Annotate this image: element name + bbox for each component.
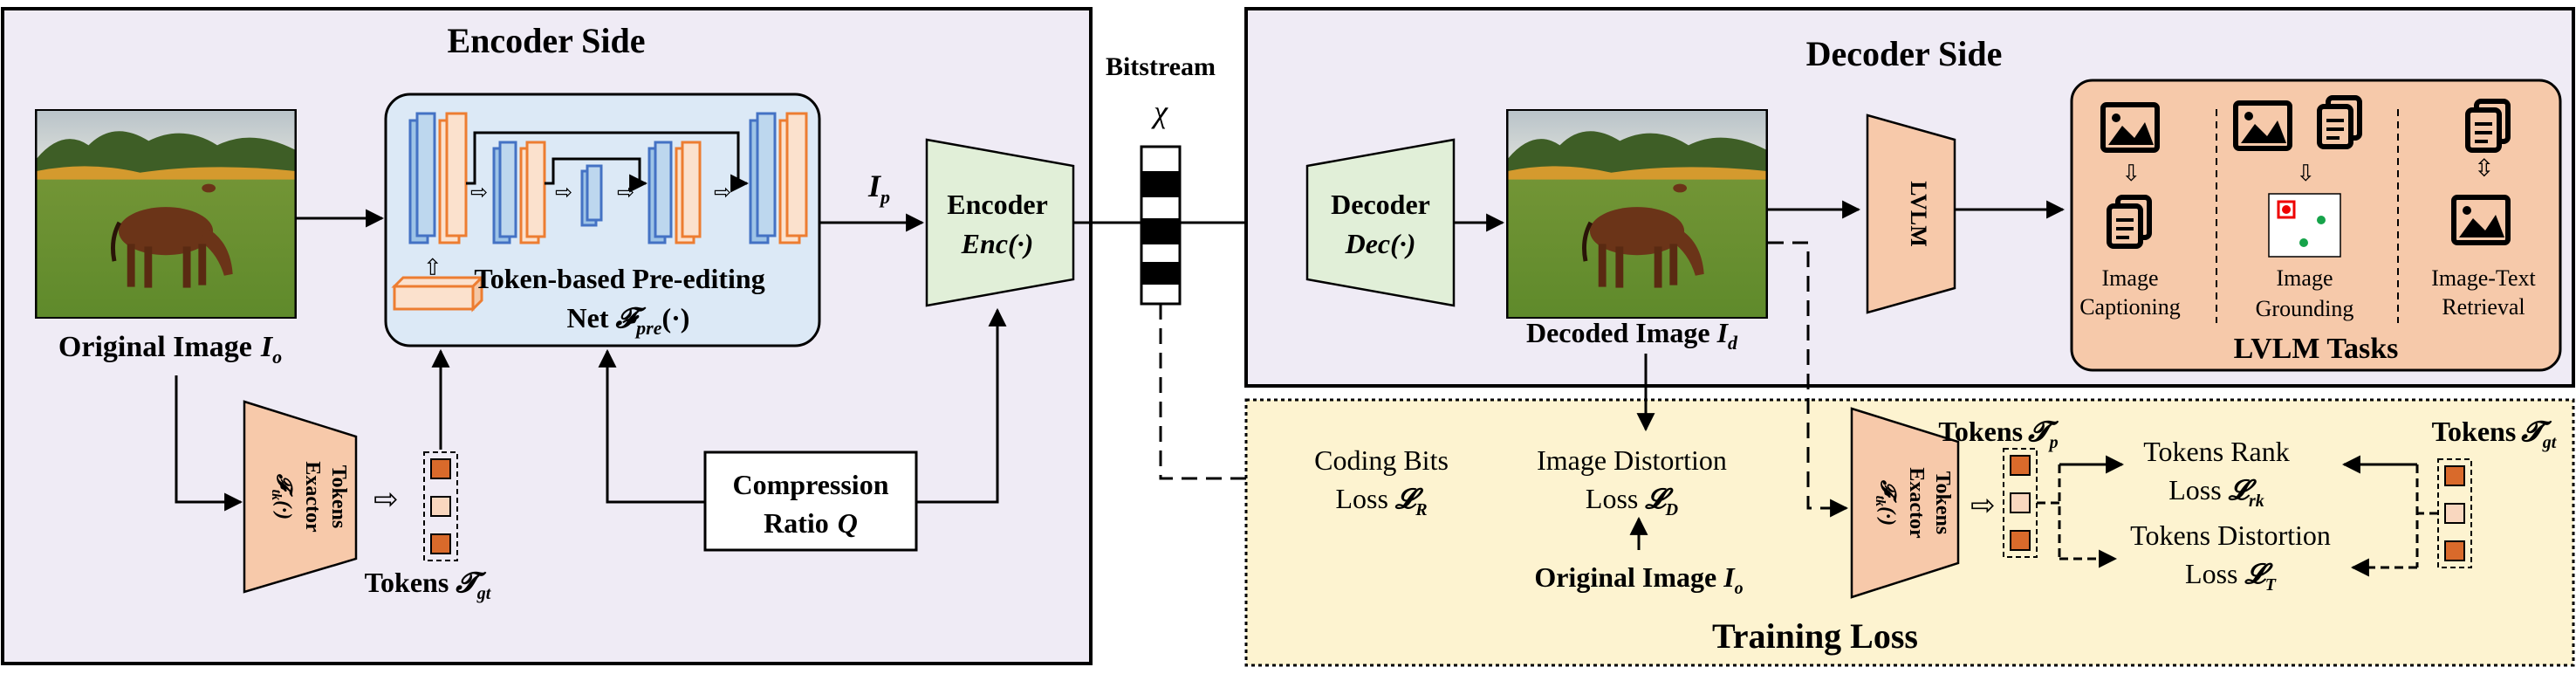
tokens-exactor-enc-shape xyxy=(243,400,358,594)
document-icon xyxy=(2317,95,2362,149)
svg-text:⇨: ⇨ xyxy=(714,180,731,204)
encoder-box-label-2: Enc(·) xyxy=(961,228,1034,259)
encoder-box: Encoder Enc(·) xyxy=(925,138,1075,307)
tokens-exactor-enc-label-3: 𝓕tk(·) xyxy=(269,473,295,519)
task-captioning-label-2: Captioning xyxy=(2079,294,2181,320)
image-icon xyxy=(2100,102,2160,153)
coding-loss-label-1: Coding Bits xyxy=(1314,444,1449,476)
tokens-gt-enc xyxy=(423,451,458,561)
svg-text:⇨: ⇨ xyxy=(2292,163,2319,182)
decoder-box: Decoder Dec(·) xyxy=(1305,138,1456,307)
task-grounding-label-1: Image xyxy=(2277,265,2333,291)
svg-text:⇨: ⇨ xyxy=(617,180,634,204)
encoder-box-shape xyxy=(925,138,1075,307)
task-grounding-label-2: Grounding xyxy=(2256,296,2354,321)
svg-text:⇨: ⇨ xyxy=(470,180,488,204)
tokens-exactor-enc-label-1: Tokens xyxy=(327,465,350,529)
tokens-exactor-enc-label-2: Exactor xyxy=(301,461,324,533)
document-icon xyxy=(2107,195,2152,249)
hollow-arrow-tokens-p: ⇨ xyxy=(1970,488,1996,523)
svg-text:⇨: ⇨ xyxy=(555,180,572,204)
lvlm-label: LVLM xyxy=(1906,181,1931,247)
tokens-exactor-train-shape xyxy=(1850,407,1960,599)
preedit-label-2: Net 𝓕pre(·) xyxy=(567,302,690,339)
encoder-title: Encoder Side xyxy=(447,21,645,60)
original-image xyxy=(35,109,297,319)
arrow-compression-to-encoder xyxy=(916,307,1007,504)
tokens-exactor-train-label-1: Tokens xyxy=(1931,471,1954,535)
decoder-box-shape xyxy=(1305,138,1456,307)
encoder-box-label-1: Encoder xyxy=(947,189,1048,220)
arrow-image-to-exactor xyxy=(175,375,243,512)
task-captioning-label-1: Image xyxy=(2102,265,2159,291)
distortion-loss-label-1: Image Distortion xyxy=(1537,444,1727,476)
tdist-loss-label-1: Tokens Distortion xyxy=(2130,519,2331,551)
grounding-result-icon xyxy=(2268,193,2341,258)
hollow-arrow-tokens: ⇨ xyxy=(373,482,399,517)
tokens-exactor-train-label-2: Exactor xyxy=(1905,467,1928,539)
lvlm-box: LVLM xyxy=(1866,113,1956,314)
svg-text:⇨: ⇨ xyxy=(420,257,446,276)
bitstream-bar xyxy=(1140,145,1182,306)
svg-text:⇨: ⇨ xyxy=(2118,163,2144,182)
arrow-compression-to-preedit xyxy=(598,348,705,504)
tokens-p-column xyxy=(2003,448,2038,558)
decoder-title: Decoder Side xyxy=(1806,34,2003,73)
arrow-bitstream-to-coding-loss xyxy=(1159,304,1278,488)
tokens-exactor-enc: Tokens Exactor 𝓕tk(·) xyxy=(243,400,358,594)
decoded-image xyxy=(1506,109,1768,319)
decoder-box-label-2: Dec(·) xyxy=(1345,228,1416,259)
preedit-net: ⇨ ⇨ ⇨ ⇨ ⇨ Token-based Pre-editing Net 𝓕p… xyxy=(384,93,821,347)
preedit-hollow-arrows: ⇨ ⇨ ⇨ ⇨ xyxy=(470,180,731,204)
bitstream-symbol: χ xyxy=(1151,94,1168,129)
preedit-blocks xyxy=(408,112,808,244)
tokens-exactor-train-label-3: 𝓕tk(·) xyxy=(1873,479,1899,526)
image-icon xyxy=(2233,100,2292,151)
svg-text:⬄: ⬄ xyxy=(2470,157,2499,177)
preedit-label-1: Token-based Pre-editing xyxy=(474,263,764,294)
tokens-exactor-train: Tokens Exactor 𝓕tk(·) xyxy=(1850,407,1960,599)
decoder-box-label-1: Decoder xyxy=(1331,189,1430,220)
rank-loss-label-1: Tokens Rank xyxy=(2143,436,2290,467)
lvlm-tasks-panel: ⇨ Image Captioning ⇨ xyxy=(2070,79,2562,372)
document-icon xyxy=(2465,99,2511,153)
lvlm-box-shape xyxy=(1866,113,1956,314)
compression-label-1: Compression xyxy=(733,469,889,500)
image-icon xyxy=(2451,195,2511,245)
training-title: Training Loss xyxy=(1712,616,1918,656)
arrow-decoded-to-exactor xyxy=(1768,241,1849,518)
task-retrieval-label-2: Retrieval xyxy=(2442,294,2525,320)
ip-label: Ip xyxy=(867,168,890,208)
tokens-gt-train-column xyxy=(2437,458,2472,568)
lvlm-tasks-title: LVLM Tasks xyxy=(2234,333,2399,365)
task-retrieval-label-1: Image-Text xyxy=(2431,265,2536,291)
bitstream-label: Bitstream xyxy=(1106,52,1216,81)
